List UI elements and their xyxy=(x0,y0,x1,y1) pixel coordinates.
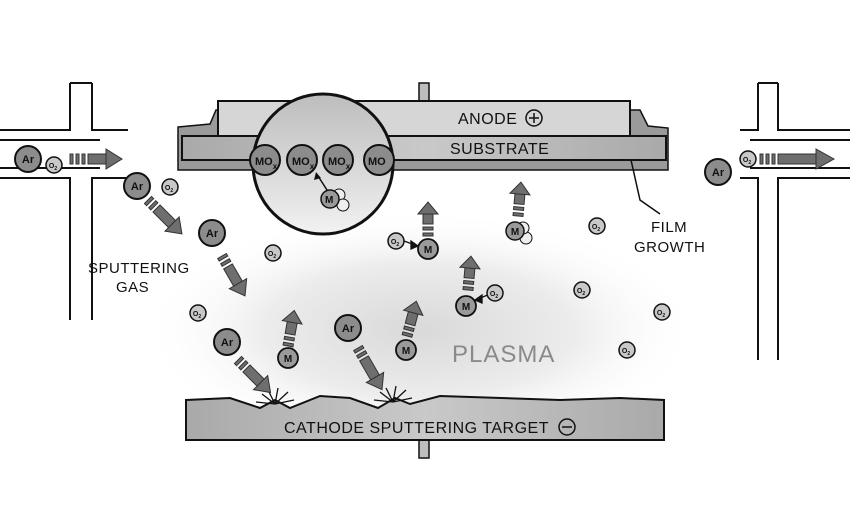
argon-arrow xyxy=(216,252,248,297)
svg-text:MOx: MOx xyxy=(328,156,351,171)
svg-text:O2: O2 xyxy=(743,157,751,166)
argon-atom: Ar xyxy=(123,172,151,200)
oxide-molecule: MOx xyxy=(286,144,318,176)
metal-arrow xyxy=(281,309,303,348)
plasma-label: PLASMA xyxy=(452,341,555,368)
argon-atom: Ar xyxy=(14,145,42,173)
metal-arrow xyxy=(508,181,531,217)
argon-atom: Ar xyxy=(213,328,241,356)
gas-flow-arrow xyxy=(759,148,836,170)
argon-arrow xyxy=(352,344,385,391)
oxygen-molecule: O2 xyxy=(45,156,63,174)
plasma-glow xyxy=(140,210,700,450)
oxygen-molecule: O2 xyxy=(264,244,282,262)
left-gas-inlet xyxy=(0,82,128,320)
substrate-label: SUBSTRATE xyxy=(450,141,549,158)
svg-text:M: M xyxy=(325,195,333,206)
svg-text:MOx: MOx xyxy=(255,156,278,171)
metal-atom: M xyxy=(277,347,299,369)
svg-text:O2: O2 xyxy=(193,311,201,320)
minus-icon xyxy=(558,418,576,436)
oxygen-molecule: O2 xyxy=(618,341,636,359)
oxygen-molecule: O2 xyxy=(161,178,179,196)
sputtering-gas-label-line2: GAS xyxy=(116,279,149,296)
svg-text:O2: O2 xyxy=(657,310,665,319)
oxide-molecule-partial: MO xyxy=(363,144,395,176)
argon-arrow xyxy=(233,355,272,394)
svg-text:M: M xyxy=(424,245,432,256)
svg-text:M: M xyxy=(462,302,470,313)
oxygen-molecule: O2 xyxy=(573,281,591,299)
argon-atom: Ar xyxy=(334,314,362,342)
svg-text:M: M xyxy=(511,227,519,238)
metal-arrow xyxy=(401,300,424,338)
oxide-molecule: MOx xyxy=(249,144,281,176)
svg-text:O2: O2 xyxy=(622,348,630,357)
cathode-rod xyxy=(418,439,430,459)
metal-atom: M xyxy=(455,295,477,317)
right-gas-outlet xyxy=(740,82,850,360)
argon-atom: Ar xyxy=(704,158,732,186)
svg-text:O2: O2 xyxy=(49,163,57,172)
cathode-label: CATHODE SPUTTERING TARGET xyxy=(284,420,549,437)
svg-text:O2: O2 xyxy=(268,251,276,260)
svg-text:O2: O2 xyxy=(490,291,498,300)
metal-oxygen-cluster: M xyxy=(320,188,350,212)
oxygen-molecule: O2 xyxy=(387,232,405,250)
svg-text:M: M xyxy=(402,346,410,357)
gas-flow-arrow xyxy=(69,148,123,170)
cathode-target: CATHODE SPUTTERING TARGET xyxy=(185,394,665,441)
oxygen-molecule: O2 xyxy=(588,217,606,235)
magnified-view: MOx MOx MOx MO M xyxy=(249,92,395,236)
oxide-molecule: MOx xyxy=(322,144,354,176)
sputter-spark xyxy=(373,385,413,403)
metal-atom: M xyxy=(395,339,417,361)
anode-rod xyxy=(418,82,430,102)
oxygen-molecule: O2 xyxy=(739,150,757,168)
oxygen-molecule: O2 xyxy=(486,284,504,302)
svg-text:Ar: Ar xyxy=(712,167,725,179)
oxygen-molecule: O2 xyxy=(189,304,207,322)
svg-text:MOx: MOx xyxy=(292,156,315,171)
svg-text:Ar: Ar xyxy=(206,228,219,240)
film-growth-label-line2: GROWTH xyxy=(634,239,705,256)
anode-label: ANODE xyxy=(458,111,517,128)
metal-oxygen-cluster: M xyxy=(505,221,533,245)
svg-text:Ar: Ar xyxy=(22,154,35,166)
metal-atom: M xyxy=(417,238,439,260)
svg-text:O2: O2 xyxy=(592,224,600,233)
svg-text:Ar: Ar xyxy=(221,337,234,349)
metal-arrow xyxy=(458,255,481,291)
metal-arrow xyxy=(416,201,440,237)
svg-text:M: M xyxy=(284,354,292,365)
sputter-spark xyxy=(255,387,295,405)
argon-atom: Ar xyxy=(198,219,226,247)
svg-text:MO: MO xyxy=(368,156,386,168)
film-growth-leader xyxy=(630,159,661,215)
film-growth-label-line1: FILM xyxy=(651,219,687,236)
svg-text:Ar: Ar xyxy=(342,323,355,335)
oxygen-molecule: O2 xyxy=(653,303,671,321)
sputtering-gas-label-line1: SPUTTERING xyxy=(88,260,190,277)
plus-icon xyxy=(525,109,543,127)
svg-text:Ar: Ar xyxy=(131,181,144,193)
svg-text:O2: O2 xyxy=(165,185,173,194)
argon-arrow xyxy=(143,195,183,235)
svg-text:O2: O2 xyxy=(391,239,399,248)
svg-text:O2: O2 xyxy=(577,288,585,297)
